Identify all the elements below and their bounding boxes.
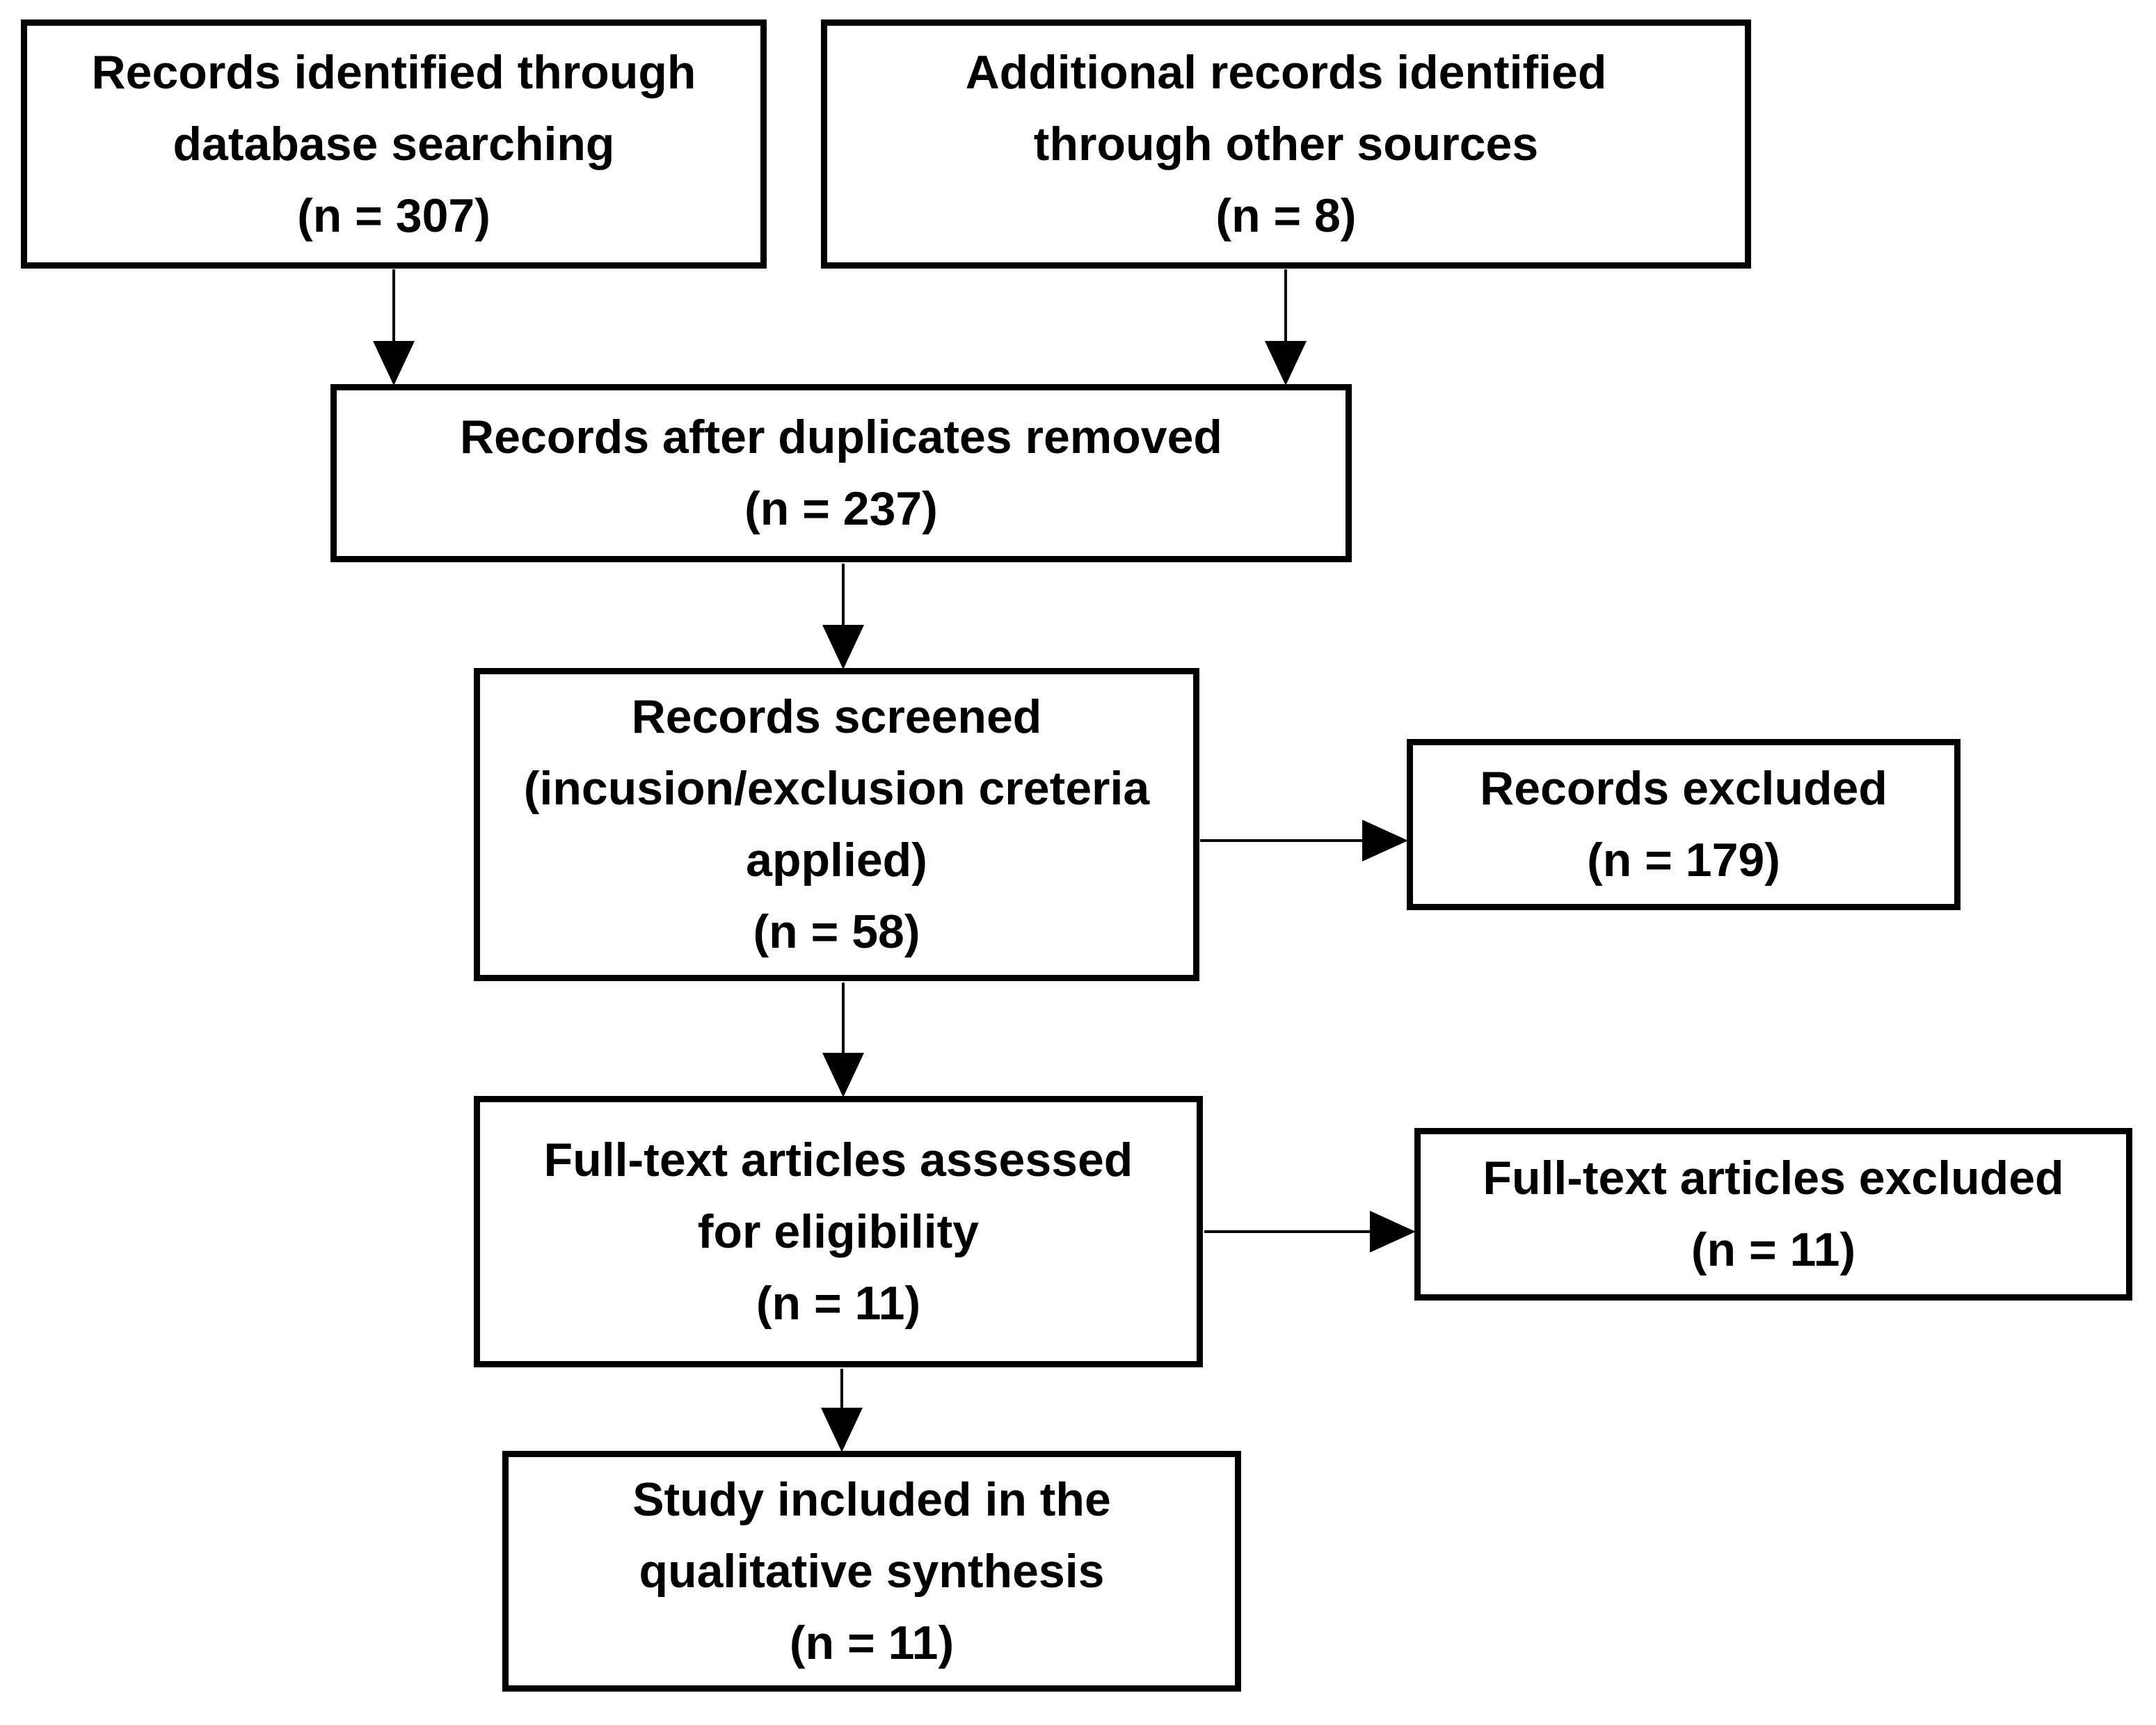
box-label-line: (incusion/exclusion creteria [523,762,1150,815]
box-count-line: (n = 11) [756,1276,921,1330]
box-label-line: Additional records identified [965,45,1607,99]
box-additional-records-other-sources: Additional records identified through ot… [821,19,1751,269]
arrowhead-down-icon [373,341,415,385]
box-label-line: qualitative synthesis [639,1544,1105,1598]
box-label-line: for eligibility [697,1205,980,1258]
arrow-shaft [840,1369,843,1412]
arrow-shaft [842,983,845,1056]
arrow-shaft [842,564,845,630]
box-count-line: (n = 179) [1587,834,1780,887]
arrow-shaft [1284,269,1287,347]
box-study-included: Study included in the qualitative synthe… [502,1451,1241,1692]
box-records-excluded: Records excluded (n = 179) [1407,739,1961,910]
box-label-line: Study included in the [632,1472,1111,1526]
box-count-line: (n = 237) [744,482,938,535]
box-count-line: (n = 58) [753,905,920,958]
box-label-line: Full-text articles excluded [1483,1152,2064,1205]
box-records-after-duplicates: Records after duplicates removed (n = 23… [330,384,1352,562]
arrowhead-down-icon [1265,341,1307,385]
box-count-line: (n = 307) [297,189,490,242]
box-label-line: Records identified through [91,45,696,99]
box-label-line: Full-text articles assessed [543,1133,1133,1186]
box-label-line: Records excluded [1480,762,1887,815]
box-fulltext-excluded: Full-text articles excluded (n = 11) [1414,1128,2132,1301]
box-label-line: Records screened [631,690,1042,743]
box-records-screened: Records screened (incusion/exclusion cre… [474,668,1199,981]
box-label-line: database searching [173,117,615,170]
box-count-line: (n = 11) [1691,1223,1856,1276]
box-count-line: (n = 11) [789,1616,955,1669]
arrowhead-down-icon [822,625,864,669]
arrowhead-down-icon [821,1408,863,1452]
arrow-shaft [1204,1230,1371,1233]
box-fulltext-assessed: Full-text articles assessed for eligibil… [474,1096,1203,1367]
arrowhead-down-icon [822,1053,864,1097]
arrow-shaft [392,269,395,347]
box-label-line: Records after duplicates removed [460,411,1222,463]
box-count-line: (n = 8) [1215,189,1357,242]
arrowhead-right-icon [1370,1211,1416,1253]
arrowhead-right-icon [1362,820,1408,861]
box-records-identified-database: Records identified through database sear… [21,19,767,269]
arrow-shaft [1200,839,1364,842]
box-label-line: applied) [746,834,927,887]
box-label-line: through other sources [1033,117,1539,170]
